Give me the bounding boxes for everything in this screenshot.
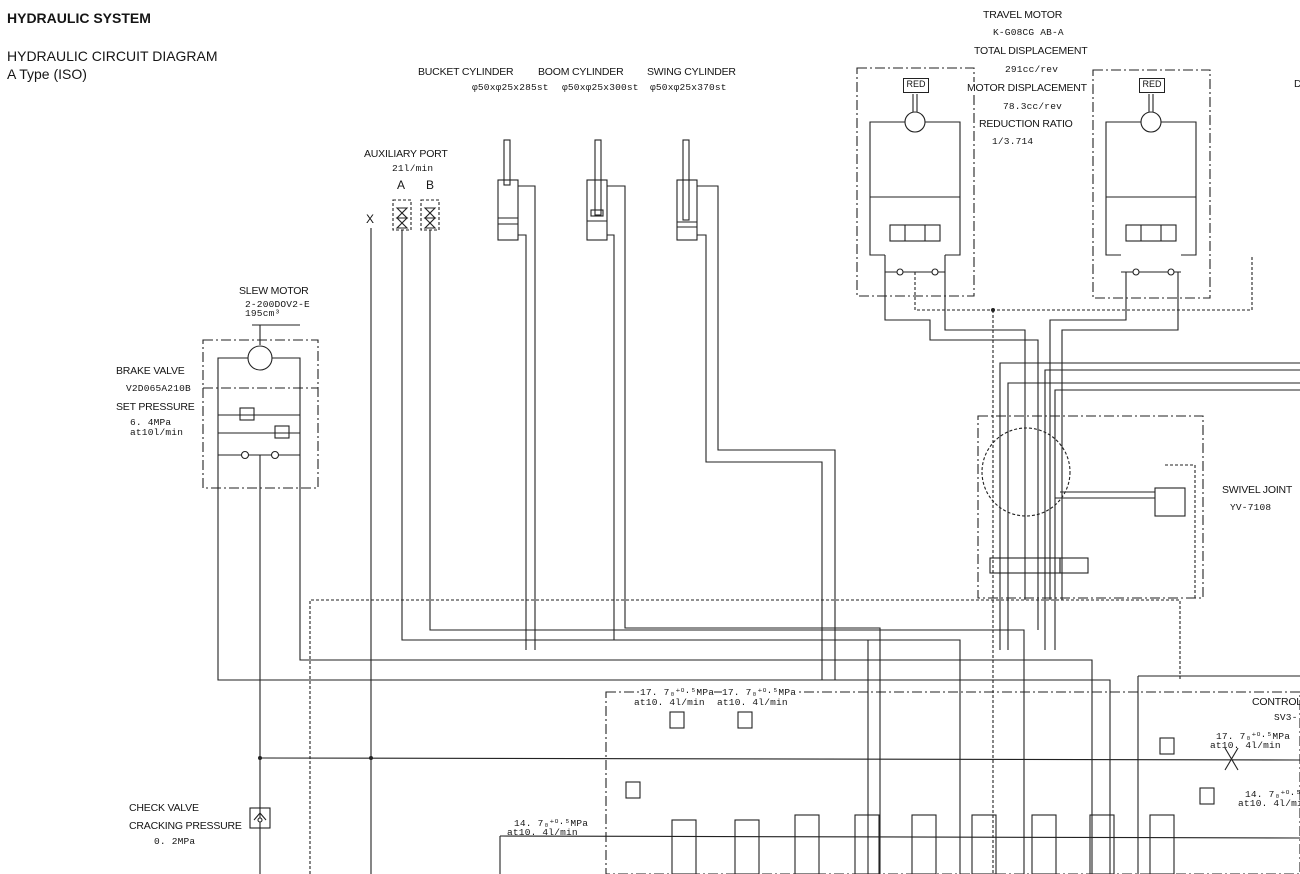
control-valve-model: SV3- [1274,712,1298,723]
motor-displacement-label: MOTOR DISPLACEMENT [967,82,1087,94]
slew-motor-model: 2-200DOV2-E [245,299,310,310]
brake-valve-pressure: 6. 4MPa [130,417,172,428]
check-valve-label: CHECK VALVE [129,802,199,814]
swivel-joint-model: YV-7108 [1230,502,1272,513]
reducer-tag-right: RED [1139,78,1165,93]
reduction-ratio-label: REDUCTION RATIO [979,118,1073,130]
relief-valve-4-pressure: 14. 7₀⁺⁰·⁵MPa [1245,789,1300,800]
slew-motor-displacement: 195cm³ [245,308,281,319]
relief-valve-1-flow: at10. 4l/min [634,697,705,708]
bucket-cylinder-spec: φ50xφ25x285st [472,82,549,93]
check-valve-symbol [249,807,271,829]
auxiliary-port-symbol [370,199,1025,874]
bucket-cylinder-label: BUCKET CYLINDER [418,66,514,78]
boom-cylinder-label: BOOM CYLINDER [538,66,624,78]
swivel-joint-symbol [977,415,1204,600]
auxiliary-port-a: A [397,178,405,192]
total-displacement-label: TOTAL DISPLACEMENT [974,45,1088,57]
boom-cylinder-spec: φ50xφ25x300st [562,82,639,93]
brake-valve-model: V2D065A210B [126,383,191,394]
brake-valve-flow: at10l/min [130,427,184,438]
swivel-joint-label: SWIVEL JOINT [1222,484,1293,496]
relief-valve-3-pressure: 17. 7₀⁺⁰·⁵MPa [1216,731,1291,742]
motor-displacement-value: 78.3cc/rev [1003,101,1063,112]
auxiliary-port-b: B [426,178,434,192]
plug-mark: X [366,212,374,226]
section-heading: HYDRAULIC SYSTEM [7,10,151,26]
control-valve-label: CONTROL [1252,696,1300,708]
relief-valve-3-flow: at10. 4l/min [1210,740,1281,751]
diagram-title: HYDRAULIC CIRCUIT DIAGRAM [7,48,218,64]
total-displacement-value: 291cc/rev [1005,64,1059,75]
relief-valve-2-flow: at10. 4l/min [717,697,788,708]
set-pressure-label: SET PRESSURE [116,401,195,413]
cut-off-label: D [1294,78,1300,90]
bucket-cylinder-symbol [497,139,536,650]
travel-motor-model: K-G08CG AB-A [993,27,1064,38]
travel-motor-label: TRAVEL MOTOR [983,9,1063,21]
reduction-ratio-value: 1/3.714 [992,136,1034,147]
auxiliary-port-label: AUXILIARY PORT [364,148,448,160]
travel-motor-right [1049,69,1211,600]
relief-valve-5-flow: at10. 4l/min [507,827,578,838]
auxiliary-port-flow: 21l/min [392,163,434,174]
swing-cylinder-spec: φ50xφ25x370st [650,82,727,93]
relief-valve-1-pressure: 17. 7₀⁺⁰·⁵MPa [640,687,715,698]
cracking-pressure-label: CRACKING PRESSURE [129,820,242,832]
reducer-tag-left: RED [903,78,929,93]
swing-cylinder-label: SWING CYLINDER [647,66,736,78]
relief-valve-5-pressure: 14. 7₀⁺⁰·⁵MPa [514,818,589,829]
cracking-pressure-value: 0. 2MPa [154,836,196,847]
slew-motor-label: SLEW MOTOR [239,285,309,297]
travel-motor-left [856,67,1253,630]
slew-motor-block [202,324,1111,874]
control-valve-block [499,675,1300,874]
relief-valve-2-pressure: 17. 7₀⁺⁰·⁵MPa [722,687,797,698]
relief-valve-4-flow: at10. 4l/min [1238,798,1300,809]
boom-cylinder-symbol [586,139,881,874]
diagram-subtitle: A Type (ISO) [7,66,87,82]
brake-valve-label: BRAKE VALVE [116,365,185,377]
spool-sections [671,814,1175,874]
swing-cylinder-symbol [676,139,836,680]
